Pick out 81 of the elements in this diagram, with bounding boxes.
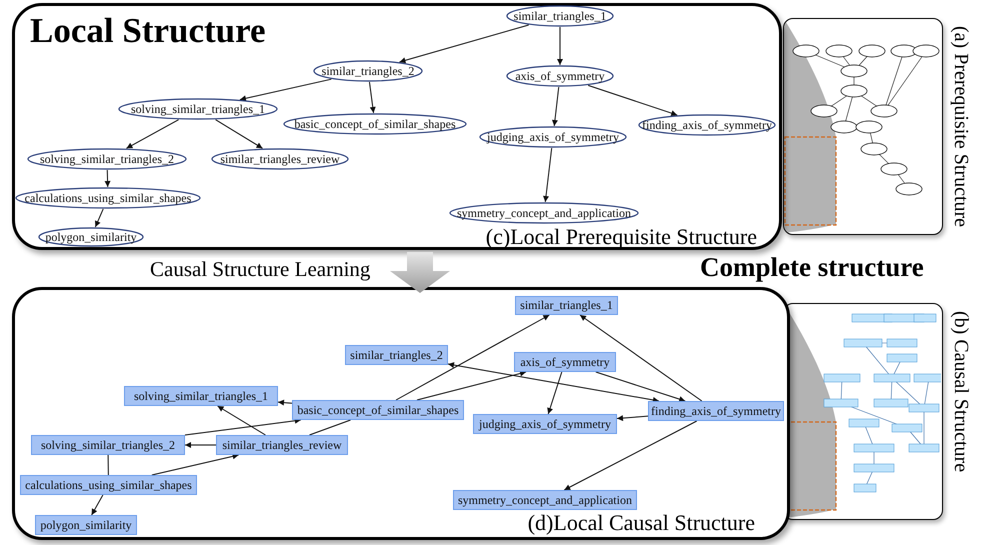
concept-box: [31, 435, 185, 455]
concept-name: similar_triangles_review: [221, 436, 343, 454]
arrow: [94, 208, 104, 228]
arrow: [579, 314, 702, 402]
concept-box: [216, 435, 348, 455]
section-heading: Complete structure: [700, 254, 924, 281]
panel-title: Local Structure: [30, 13, 266, 48]
concept-box: [35, 515, 137, 535]
concept-ellipse: [506, 5, 614, 27]
concept-name: basic_concept_of_similar_shapes: [296, 402, 460, 418]
arrow: [595, 372, 686, 402]
structure-panel: [12, 3, 782, 250]
concept-name: calculations_using_similar_shapes: [24, 476, 193, 494]
concept-ellipse: [479, 126, 627, 148]
concept-name: polygon_similarity: [44, 228, 138, 246]
concept-ellipse: [27, 148, 187, 170]
concept-name: solving_similar_triangles_1: [133, 388, 269, 405]
concept-box: [292, 400, 464, 420]
concept-name: finding_axis_of_symmetry: [641, 116, 773, 134]
concept-ellipse: [38, 227, 144, 247]
concept-box: [20, 475, 197, 495]
arrow: [184, 418, 302, 436]
arrow: [588, 84, 678, 116]
concept-name: similar_triangles_1: [519, 297, 614, 314]
arrow: [368, 82, 376, 114]
panel-caption: (b) Causal Structure: [951, 311, 971, 472]
panel-caption: (c)Local Prerequisite Structure: [486, 226, 757, 248]
block-arrow: [390, 252, 450, 293]
concept-box: [514, 352, 616, 372]
arrow: [184, 442, 216, 448]
arrow: [448, 362, 660, 403]
concept-name: similar_triangles_2: [349, 346, 444, 364]
concept-name: finding_axis_of_symmetry: [650, 402, 782, 420]
edge-label: Causal Structure Learning: [150, 258, 370, 282]
arrow: [398, 24, 530, 64]
concept-name: solving_similar_triangles_2: [39, 150, 175, 168]
concept-name: symmetry_concept_and_application: [457, 492, 633, 509]
concept-name: solving_similar_triangles_2: [40, 436, 176, 454]
arrow: [215, 119, 264, 149]
arrow: [278, 400, 292, 406]
concept-ellipse: [118, 98, 278, 120]
arrow: [396, 314, 550, 400]
arrow: [616, 415, 648, 422]
concept-ellipse: [506, 65, 614, 87]
concept-ellipse: [313, 60, 423, 82]
arrow: [416, 370, 527, 400]
concept-name: solving_similar_triangles_1: [130, 100, 266, 118]
concept-name: calculations_using_similar_shapes: [24, 190, 192, 207]
concept-ellipse: [15, 187, 201, 209]
concept-ellipse: [449, 202, 639, 224]
arrow: [552, 86, 560, 126]
arrow: [564, 420, 698, 490]
concept-box: [345, 345, 448, 365]
concept-name: similar_triangles_review: [219, 150, 341, 168]
arrow: [543, 148, 552, 202]
arrow: [557, 26, 563, 66]
arrow: [547, 372, 562, 414]
arrow: [104, 170, 111, 188]
concept-name: axis_of_symmetry: [514, 68, 606, 85]
concept-name: judging_axis_of_symmetry: [478, 416, 612, 433]
concept-name: symmetry_concept_and_application: [456, 204, 632, 222]
concept-name: polygon_similarity: [39, 516, 133, 534]
concept-name: axis_of_symmetry: [519, 354, 611, 371]
concept-box: [515, 296, 618, 315]
concept-box: [124, 386, 278, 406]
concept-ellipse: [211, 148, 349, 170]
structure-panel: [12, 287, 790, 540]
concept-name: similar_triangles_1: [512, 8, 608, 25]
concept-name: basic_concept_of_similar_shapes: [293, 116, 457, 132]
concept-name: judging_axis_of_symmetry: [486, 128, 620, 146]
arrow: [239, 78, 332, 102]
arrow: [151, 453, 240, 476]
concept-name: similar_triangles_2: [320, 62, 416, 80]
concept-ellipse: [283, 113, 467, 135]
arrow: [91, 494, 104, 516]
panel-caption: (d)Local Causal Structure: [528, 512, 755, 534]
concept-box: [453, 490, 637, 510]
arrow: [126, 119, 180, 149]
panel-caption: (a) Prerequisite Structure: [951, 26, 971, 228]
concept-box: [473, 414, 617, 434]
arrow: [217, 406, 266, 436]
